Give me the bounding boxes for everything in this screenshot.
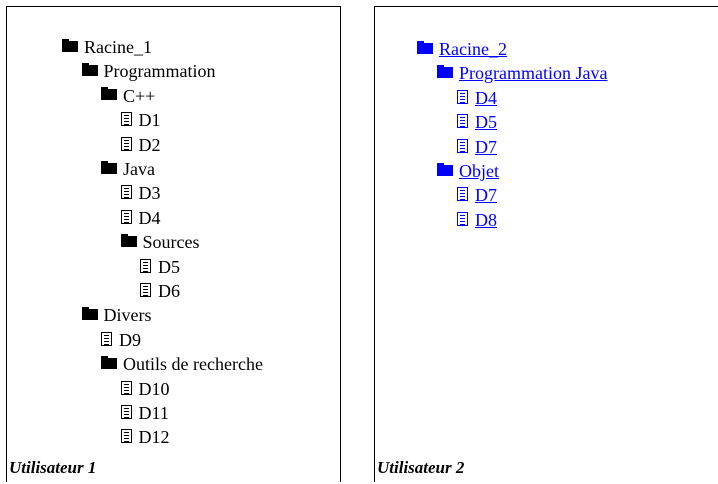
tree-node-label: Racine_1 xyxy=(84,37,152,57)
folder-icon xyxy=(101,87,117,101)
folder-icon xyxy=(81,306,98,320)
tree-folder-node: Racine_1 xyxy=(62,35,152,59)
tree-node-label: D1 xyxy=(138,110,161,131)
tree-node-label: D9 xyxy=(119,329,141,350)
document-icon xyxy=(457,114,468,129)
tree-document-node: D12 xyxy=(120,425,170,449)
document-icon xyxy=(457,187,468,202)
tree-node-label[interactable]: D7 xyxy=(475,136,497,157)
tree-folder-node: C++ xyxy=(101,84,155,108)
document-icon xyxy=(120,136,132,151)
tree-document-node: D1 xyxy=(120,108,161,132)
tree-node-label: D11 xyxy=(138,403,169,423)
user-1-caption: Utilisateur 1 xyxy=(9,458,97,477)
document-icon xyxy=(120,429,132,444)
tree-folder-node: Sources xyxy=(120,230,200,254)
tree-folder-node: Divers xyxy=(81,303,152,327)
folder-icon xyxy=(417,40,433,54)
tree-node-label: D6 xyxy=(158,281,180,301)
tree-node-label[interactable]: D8 xyxy=(475,209,497,230)
tree-document-node: D5 xyxy=(140,255,180,279)
tree-document-node: D10 xyxy=(120,377,170,401)
tree-document-node[interactable]: D8 xyxy=(457,208,497,232)
folder-icon xyxy=(101,355,117,369)
tree-folder-node[interactable]: Programmation Java xyxy=(437,61,607,85)
tree-folder-node[interactable]: Objet xyxy=(437,159,499,183)
tree-node-label: D2 xyxy=(138,134,161,155)
document-icon xyxy=(101,331,112,346)
tree-document-node: D9 xyxy=(101,328,141,352)
tree-node-label: D4 xyxy=(138,207,161,228)
tree-node-label: D12 xyxy=(138,427,170,448)
document-icon xyxy=(140,258,151,273)
document-icon xyxy=(140,283,151,297)
tree-node-label: C++ xyxy=(123,85,156,106)
tree-folder-node: Programmation xyxy=(81,59,216,83)
tree-document-node[interactable]: D7 xyxy=(457,135,497,159)
document-icon xyxy=(457,211,468,226)
tree-node-label[interactable]: Racine_2 xyxy=(439,39,507,59)
tree-document-node: D3 xyxy=(120,181,161,205)
user-2-caption: Utilisateur 2 xyxy=(377,458,465,477)
folder-icon xyxy=(101,160,117,174)
tree-document-node[interactable]: D4 xyxy=(457,86,497,110)
tree-node-label: Java xyxy=(123,159,155,179)
document-icon xyxy=(457,138,468,153)
document-icon xyxy=(120,405,132,419)
tree-document-node: D11 xyxy=(120,401,169,425)
tree-document-node[interactable]: D7 xyxy=(457,183,497,207)
tree-node-label: D5 xyxy=(158,256,180,277)
tree-folder-node[interactable]: Racine_2 xyxy=(417,37,507,61)
tree-document-node: D4 xyxy=(120,206,161,230)
document-icon xyxy=(120,209,132,224)
tree-node-label: Divers xyxy=(103,305,152,326)
tree-node-label[interactable]: D4 xyxy=(475,87,497,108)
tree-document-node: D6 xyxy=(140,279,180,303)
tree-document-node: D2 xyxy=(120,133,161,157)
document-icon xyxy=(120,185,132,200)
tree-node-label: Sources xyxy=(142,232,200,253)
document-icon xyxy=(457,89,468,104)
document-icon xyxy=(120,112,132,127)
tree-folder-node: Java xyxy=(101,157,155,181)
folder-icon xyxy=(120,233,137,247)
folder-icon xyxy=(81,62,98,76)
tree-node-label[interactable]: D7 xyxy=(475,185,497,206)
folder-icon xyxy=(62,38,78,52)
tree-node-label[interactable]: Objet xyxy=(459,161,499,181)
tree-document-node[interactable]: D5 xyxy=(457,110,497,134)
tree-node-label: D10 xyxy=(138,378,170,399)
tree-node-label: D3 xyxy=(138,183,161,204)
tree-node-label[interactable]: D5 xyxy=(475,112,497,133)
tree-node-label[interactable]: Programmation Java xyxy=(459,63,608,84)
tree-node-label: Programmation xyxy=(103,61,216,82)
tree-folder-node: Outils de recherche xyxy=(101,352,263,376)
folder-icon xyxy=(437,162,453,176)
folder-icon xyxy=(437,64,453,78)
tree-node-label: Outils de recherche xyxy=(123,354,263,375)
document-icon xyxy=(120,380,132,395)
